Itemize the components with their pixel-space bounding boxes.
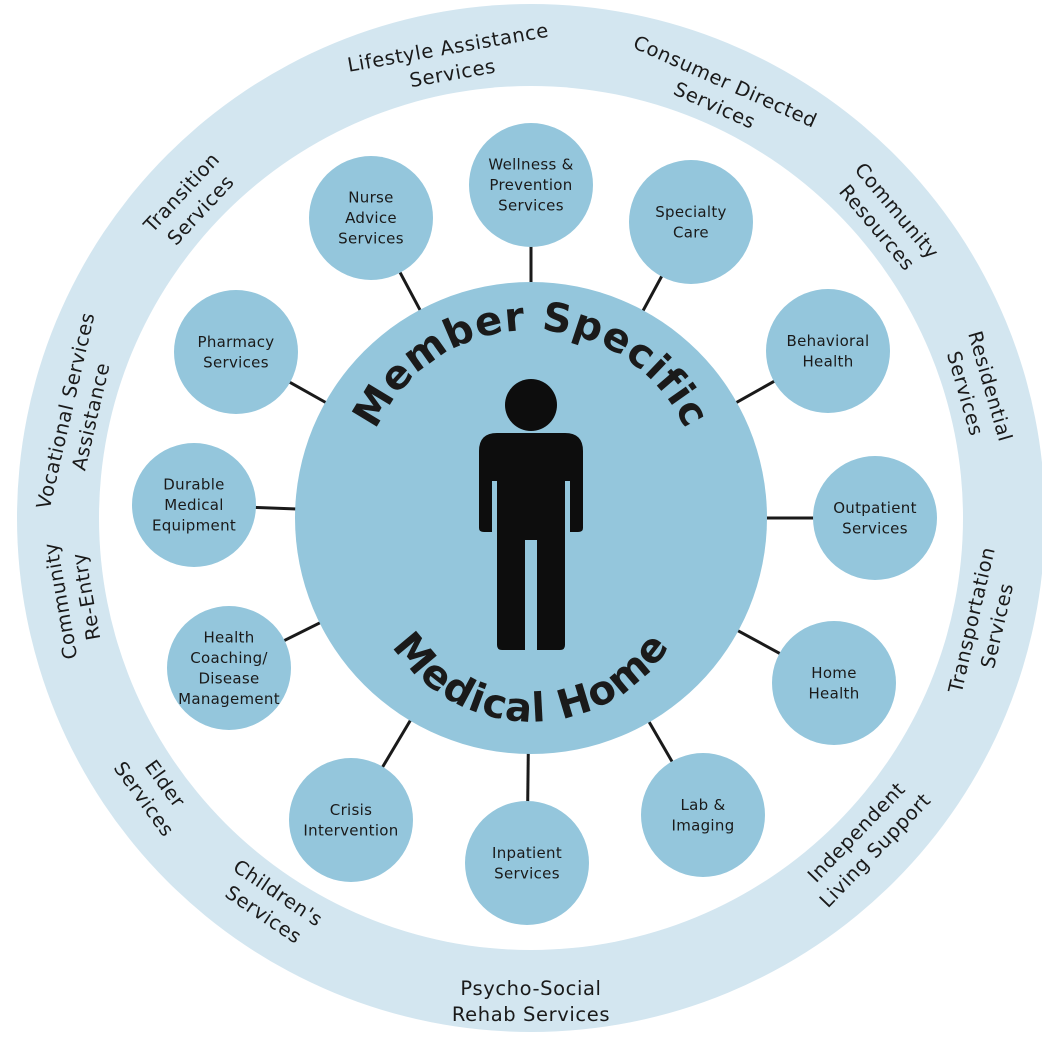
service-node-circle [289, 758, 413, 882]
service-label-line: Outpatient [833, 499, 917, 517]
service-label-line: Services [842, 519, 908, 537]
connector-crisis [380, 718, 413, 770]
person-icon [479, 379, 583, 650]
service-node-circle [766, 289, 890, 413]
service-node-circle [309, 156, 433, 280]
connector-nurse-advice [397, 270, 423, 313]
service-node-circle [167, 606, 291, 730]
connector-specialty-care [640, 274, 664, 313]
service-label-line: Management [178, 690, 280, 708]
service-label-line: Disease [198, 669, 259, 687]
service-label-line: Wellness & [488, 156, 573, 174]
service-label-line: Services [494, 864, 560, 882]
service-label-line: Health [203, 628, 254, 646]
service-node-circle [469, 123, 593, 247]
service-label-line: Prevention [489, 176, 572, 194]
ring-label-line-text: Psycho-Social [460, 977, 601, 1000]
service-label-line: Lab & [680, 796, 725, 814]
service-label-line: Equipment [152, 517, 236, 535]
service-label-line: Care [673, 223, 709, 241]
service-label-line: Intervention [303, 821, 398, 839]
service-node-circle [465, 801, 589, 925]
connector-lines [253, 245, 815, 804]
service-label-line: Home [811, 664, 857, 682]
connector-behavioral-health [734, 379, 777, 405]
service-label-line: Specialty [655, 203, 727, 221]
service-label-line: Pharmacy [198, 333, 275, 351]
service-node-circle [629, 160, 753, 284]
service-label-line: Health [808, 684, 859, 702]
service-node-circle [132, 443, 256, 567]
service-label-line: Imaging [671, 816, 734, 834]
service-node-circle [641, 753, 765, 877]
service-label-line: Services [203, 353, 269, 371]
service-node-circle [772, 621, 896, 745]
connector-inpatient [526, 751, 530, 804]
service-label-line: Services [338, 230, 404, 248]
service-label-line: Crisis [330, 801, 372, 819]
service-node-lab-imaging: Lab & Imaging [641, 753, 765, 877]
ring-label-line: Psycho-Social [460, 977, 601, 1000]
service-label-line: Health [802, 352, 853, 370]
service-label-line: Inpatient [492, 844, 562, 862]
ring-label-line: Rehab Services [452, 1003, 610, 1026]
service-label-line: Advice [345, 209, 397, 227]
connector-dme [253, 505, 298, 511]
connector-health-coaching [282, 620, 323, 643]
service-label-line: Services [498, 197, 564, 215]
service-label-line: Coaching/ [190, 649, 268, 667]
service-node-circle [174, 290, 298, 414]
connector-home-health [735, 628, 783, 656]
connector-lab-imaging [646, 719, 675, 764]
service-label-line: Behavioral [787, 332, 870, 350]
service-label-line: Nurse [348, 189, 393, 207]
ring-label-line-text: Rehab Services [452, 1003, 610, 1026]
connector-pharmacy [287, 380, 328, 405]
service-label-line: Durable [163, 476, 224, 494]
service-node-circle [813, 456, 937, 580]
service-label-line: Medical [164, 496, 224, 514]
service-label: Lab & Imaging [671, 796, 734, 835]
